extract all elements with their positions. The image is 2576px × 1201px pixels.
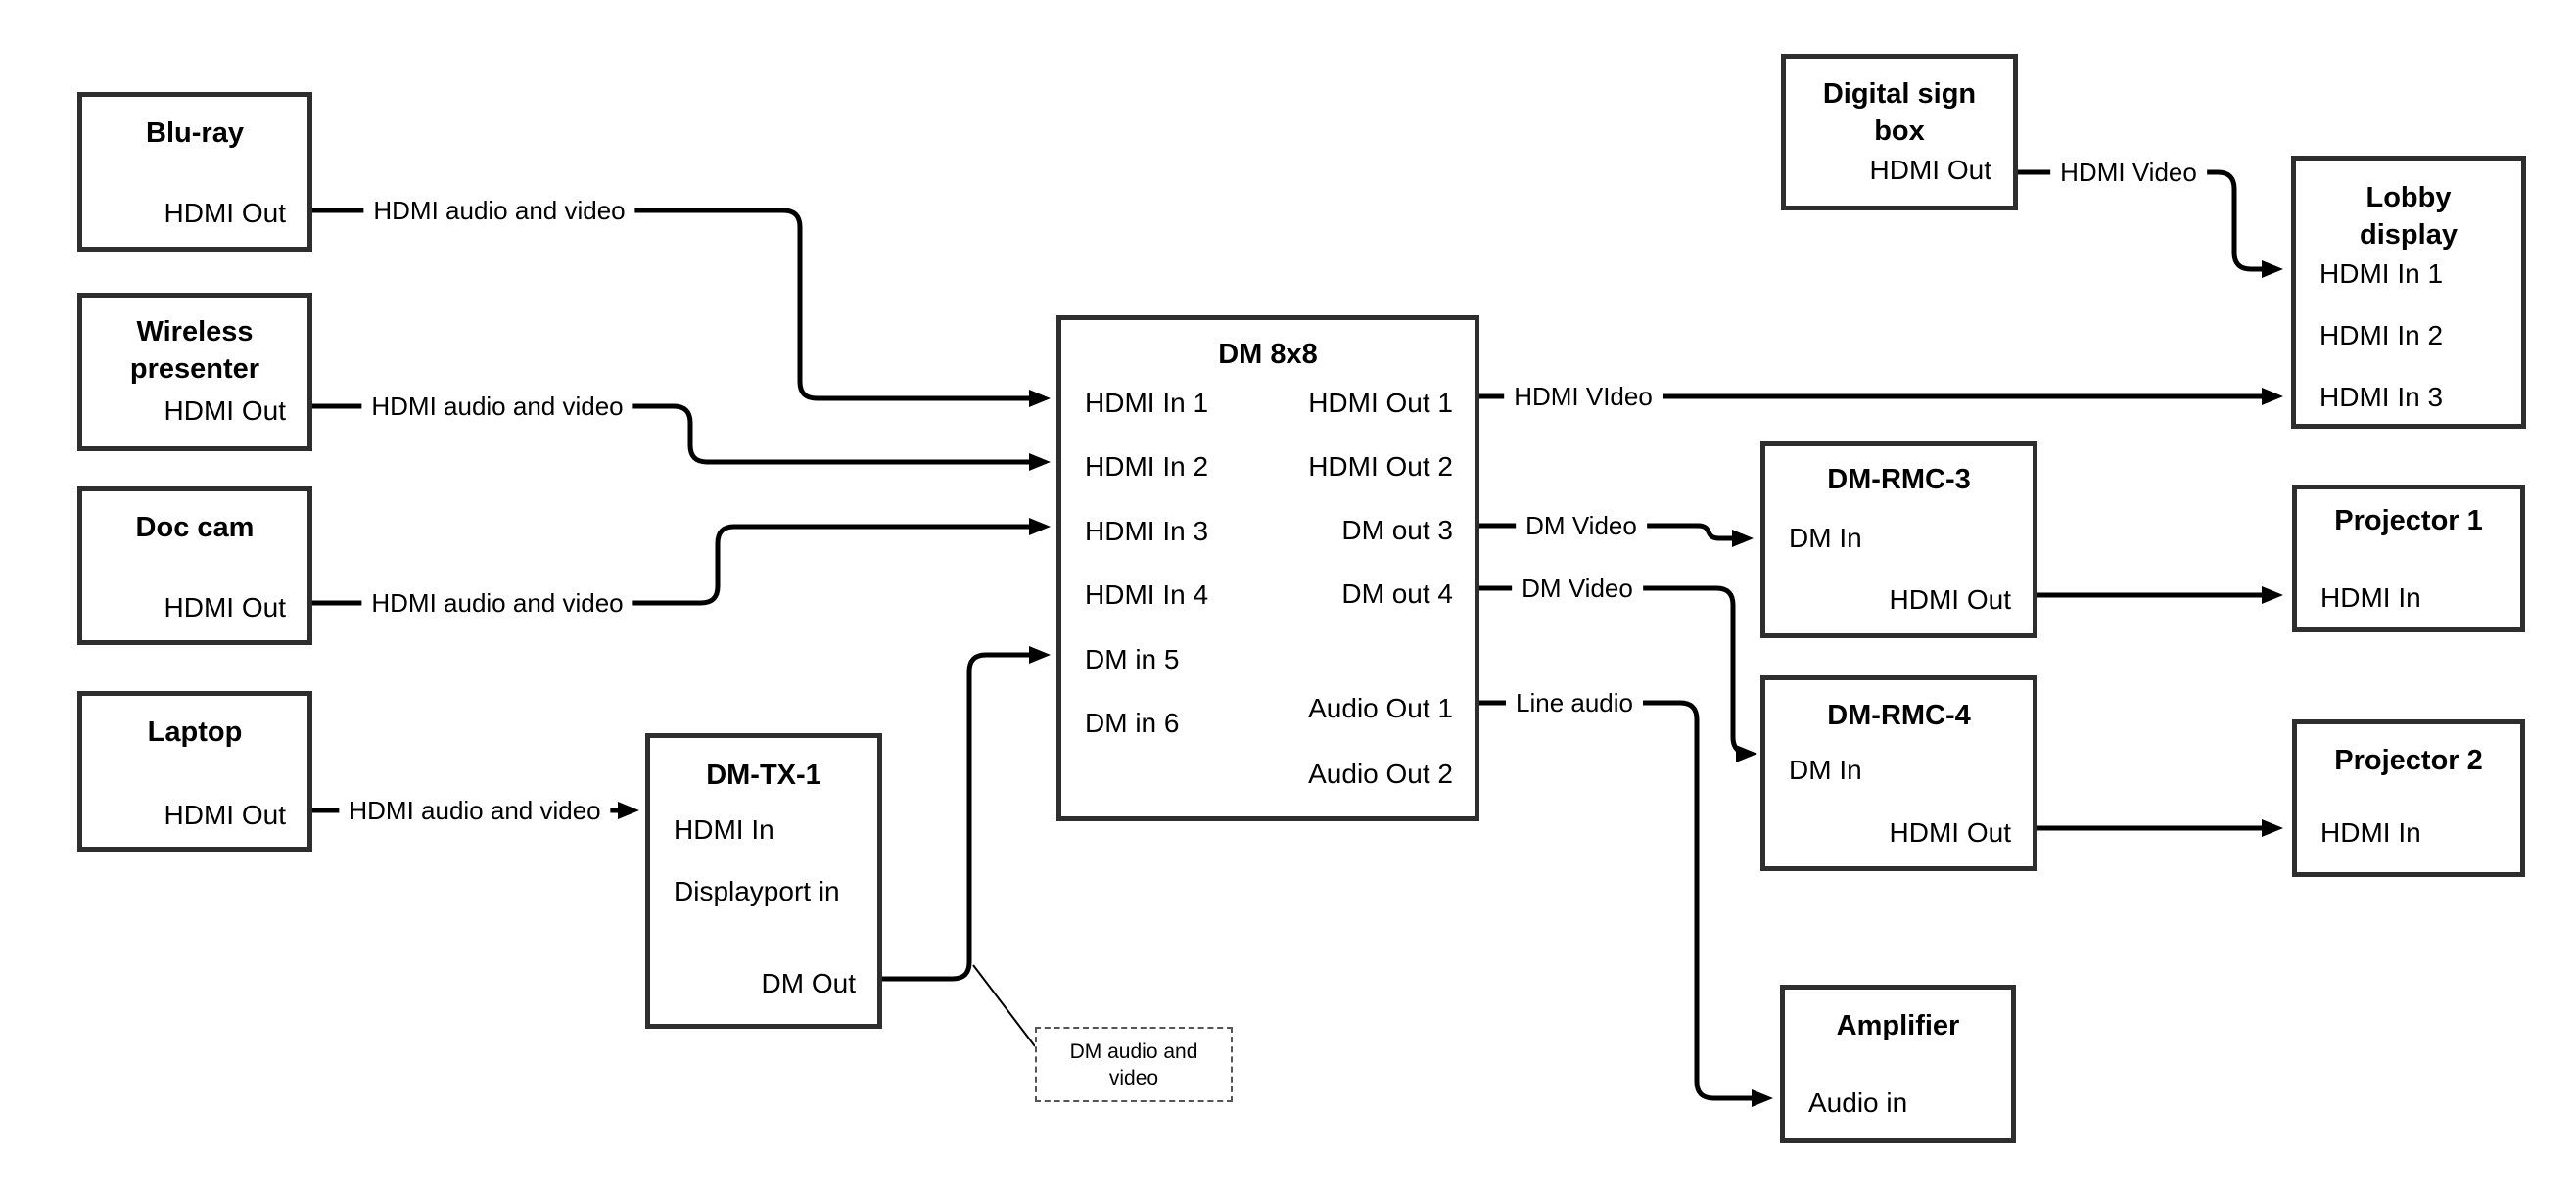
node-amplifier: Amplifier Audio in [1780,985,2016,1143]
port-hdmi-out-1: HDMI Out 1 [1308,388,1453,418]
node-title: DM-RMC-4 [1827,700,1971,731]
edge-label-doccam-hdmi: HDMI audio and video [361,587,633,619]
port-hdmi-in: HDMI In [2320,817,2421,848]
connector-dm-out-3-to-dmrmc3 [1479,523,1754,547]
port-dm-in-5: DM in 5 [1085,644,1180,674]
node-dm-rmc-3: DM-RMC-3 DM In HDMI Out [1760,441,2037,638]
node-blu-ray: Blu-ray HDMI Out [77,92,312,252]
port-hdmi-out: HDMI Out [1869,155,1991,185]
node-wireless-presenter: Wireless presenter HDMI Out [77,293,312,451]
edge-label-line-audio: Line audio [1506,687,1643,718]
node-title: Wireless presenter [129,316,260,385]
node-title: Projector 1 [2334,505,2483,536]
edge-label-hdmi-video-sign: HDMI Video [2050,157,2207,188]
edge-label-dm-video-3: DM Video [1516,510,1647,541]
connector-doccam-to-hdmi-in-3 [312,518,1051,606]
connector-wireless-to-hdmi-in-2 [312,403,1051,471]
port-hdmi-out: HDMI Out [1889,817,2011,848]
port-hdmi-out-2: HDMI Out 2 [1308,451,1453,482]
annotation-leader-line [972,964,1036,1047]
port-audio-out-2: Audio Out 2 [1308,759,1453,789]
connector-bluray-to-hdmi-in-1 [312,208,1051,407]
node-laptop: Laptop HDMI Out [77,691,312,852]
connector-dmtx1-to-dm-in-5 [882,646,1051,982]
node-projector-1: Projector 1 HDMI In [2292,485,2525,632]
port-dm-out-3: DM out 3 [1341,515,1453,545]
node-dm-8x8: DM 8x8 HDMI In 1 HDMI In 2 HDMI In 3 HDM… [1056,315,1479,821]
connector-audio-out-1-to-amplifier [1479,700,1773,1107]
node-doc-cam: Doc cam HDMI Out [77,486,312,645]
node-title: Blu-ray [146,117,244,149]
connector-digitalsign-to-lobby-in-1 [2018,169,2283,278]
port-dm-in: DM In [1789,755,1862,785]
edge-label-bluray-hdmi: HDMI audio and video [363,195,635,226]
port-dm-in: DM In [1789,523,1862,553]
node-title: Amplifier [1836,1010,1960,1041]
node-title: Lobby display [2360,182,2458,251]
node-dm-rmc-4: DM-RMC-4 DM In HDMI Out [1760,675,2037,871]
port-hdmi-in-2: HDMI In 2 [1085,451,1209,482]
port-displayport-in: Displayport in [674,876,840,906]
node-title: DM 8x8 [1218,339,1318,370]
port-dm-in-6: DM in 6 [1085,708,1180,738]
port-audio-out-1: Audio Out 1 [1308,693,1453,723]
port-hdmi-in-1: HDMI In 1 [1085,388,1209,418]
node-title: Doc cam [135,512,255,543]
node-title: DM-TX-1 [706,760,821,791]
port-hdmi-in-1: HDMI In 1 [2319,258,2444,289]
port-audio-in: Audio in [1808,1087,1908,1118]
port-hdmi-in-4: HDMI In 4 [1085,579,1209,610]
annotation-dm-audio-video: DM audio and video [1035,1027,1233,1102]
edge-label-laptop-hdmi: HDMI audio and video [339,795,611,826]
port-hdmi-out: HDMI Out [164,395,286,426]
node-projector-2: Projector 2 HDMI In [2292,719,2525,877]
port-hdmi-in: HDMI In [2320,582,2421,613]
port-hdmi-in-3: HDMI In 3 [1085,516,1209,546]
port-hdmi-in-3: HDMI In 3 [2319,382,2444,412]
connector-dm-out-4-to-dmrmc4 [1479,585,1757,762]
port-hdmi-out: HDMI Out [164,592,286,623]
port-dm-out-4: DM out 4 [1341,578,1453,609]
node-title: Laptop [147,716,243,748]
edge-label-dm-video-4: DM Video [1512,573,1643,604]
node-title: DM-RMC-3 [1827,464,1971,495]
node-title: Projector 2 [2334,745,2483,776]
edge-label-hdmi-video-out1: HDMI VIdeo [1504,381,1663,412]
port-dm-out: DM Out [761,968,856,998]
node-dm-tx-1: DM-TX-1 HDMI In Displayport in DM Out [645,733,882,1029]
port-hdmi-in-2: HDMI In 2 [2319,320,2444,350]
node-lobby-display: Lobby display HDMI In 1 HDMI In 2 HDMI I… [2291,156,2526,429]
port-hdmi-out: HDMI Out [164,198,286,228]
edge-label-wireless-hdmi: HDMI audio and video [361,391,633,422]
node-digital-sign-box: Digital sign box HDMI Out [1781,54,2018,210]
node-title: Digital sign box [1822,78,1977,147]
port-hdmi-out: HDMI Out [1889,584,2011,615]
port-hdmi-out: HDMI Out [164,800,286,830]
port-hdmi-in: HDMI In [674,814,774,845]
